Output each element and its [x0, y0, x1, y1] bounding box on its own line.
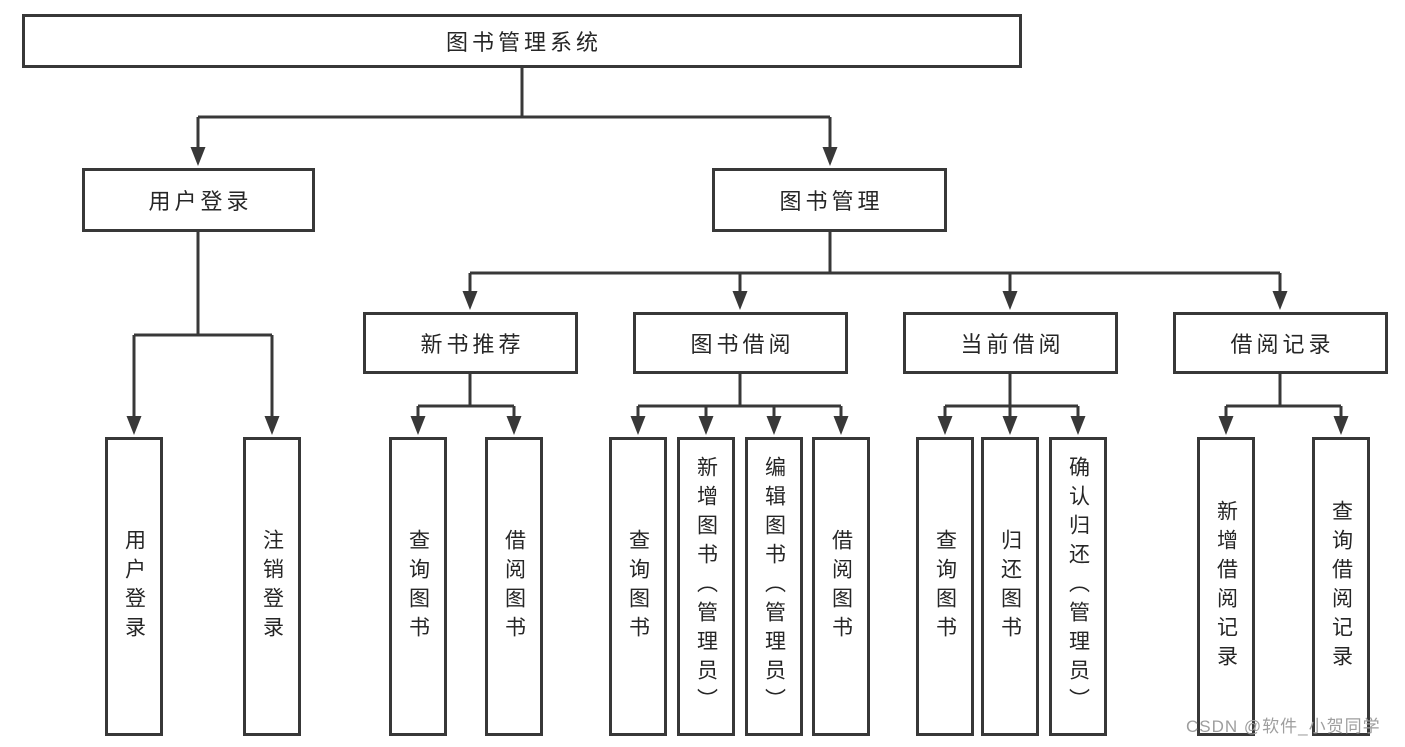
leaf-borrow-books-recommend: 借阅图书 [485, 437, 543, 736]
node-borrowing-records: 借阅记录 [1173, 312, 1388, 374]
leaf-add-borrow-record: 新增借阅记录 [1197, 437, 1255, 736]
leaf-add-book-admin: 新增图书（管理员） [677, 437, 735, 736]
leaf-user-login: 用户登录 [105, 437, 163, 736]
node-user-login: 用户登录 [82, 168, 315, 232]
node-library-management-system: 图书管理系统 [22, 14, 1022, 68]
leaf-return-book: 归还图书 [981, 437, 1039, 736]
leaf-query-books-current: 查询图书 [916, 437, 974, 736]
node-book-management: 图书管理 [712, 168, 947, 232]
leaf-query-books-recommend: 查询图书 [389, 437, 447, 736]
node-current-borrowing: 当前借阅 [903, 312, 1118, 374]
leaf-query-borrow-record: 查询借阅记录 [1312, 437, 1370, 736]
leaf-borrow-books-borrowing: 借阅图书 [812, 437, 870, 736]
leaf-query-books-borrowing: 查询图书 [609, 437, 667, 736]
leaf-edit-book-admin: 编辑图书（管理员） [745, 437, 803, 736]
leaf-confirm-return-admin: 确认归还（管理员） [1049, 437, 1107, 736]
node-book-borrowing: 图书借阅 [633, 312, 848, 374]
node-new-book-recommend: 新书推荐 [363, 312, 578, 374]
arrowheads [126, 147, 1349, 435]
csdn-watermark: CSDN @软件_小贺同学 [1186, 717, 1381, 736]
leaf-logout: 注销登录 [243, 437, 301, 736]
